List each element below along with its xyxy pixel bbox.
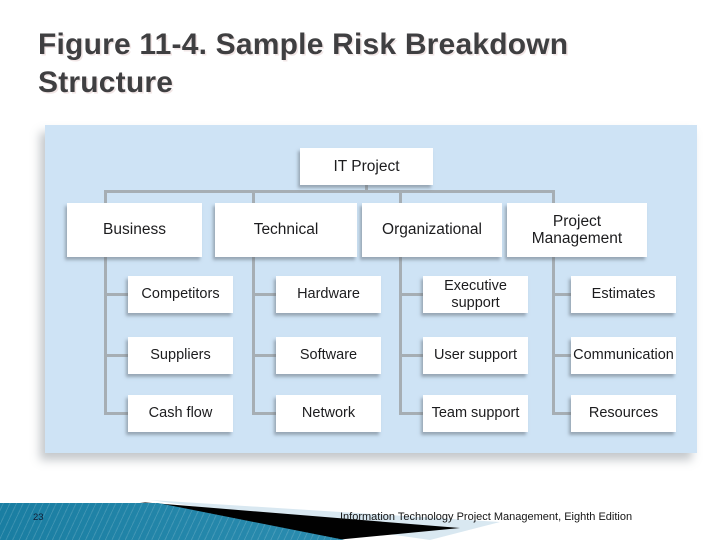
node-project-management: Project Management [507,203,647,257]
connector-drop-technical [252,190,255,415]
connector-root-stub [365,185,368,193]
connector-stub-resources [552,412,571,415]
node-competitors: Competitors [128,276,233,313]
connector-stub-team-support [399,412,423,415]
node-estimates: Estimates [571,276,676,313]
node-business: Business [67,203,202,257]
node-organizational: Organizational [362,203,502,257]
connector-stub-network [252,412,276,415]
node-resources: Resources [571,395,676,432]
node-it-project: IT Project [300,148,433,185]
connector-drop-organizational [399,190,402,415]
node-technical: Technical [215,203,357,257]
connector-stub-user-support [399,354,423,357]
connector-drop-project-management [552,190,555,415]
connector-stub-estimates [552,293,571,296]
connector-stub-hardware [252,293,276,296]
node-executive-support: Executive support [423,276,528,313]
connector-stub-communication [552,354,571,357]
node-suppliers: Suppliers [128,337,233,374]
connector-horizontal-bar [104,190,555,193]
node-user-support: User support [423,337,528,374]
footer-swoosh-decoration [0,495,720,540]
node-hardware: Hardware [276,276,381,313]
node-communication: Communication [571,337,676,374]
node-team-support: Team support [423,395,528,432]
slide-title: Figure 11-4. Sample Risk Breakdown Struc… [38,28,569,100]
node-network: Network [276,395,381,432]
node-cash-flow: Cash flow [128,395,233,432]
connector-stub-executive-support [399,293,423,296]
footer-book-title: Information Technology Project Managemen… [340,511,633,523]
connector-stub-competitors [104,293,128,296]
connector-drop-business [104,190,107,415]
node-software: Software [276,337,381,374]
connector-stub-software [252,354,276,357]
connector-stub-cash-flow [104,412,128,415]
slide-page-number: 23 [33,512,44,523]
connector-stub-suppliers [104,354,128,357]
